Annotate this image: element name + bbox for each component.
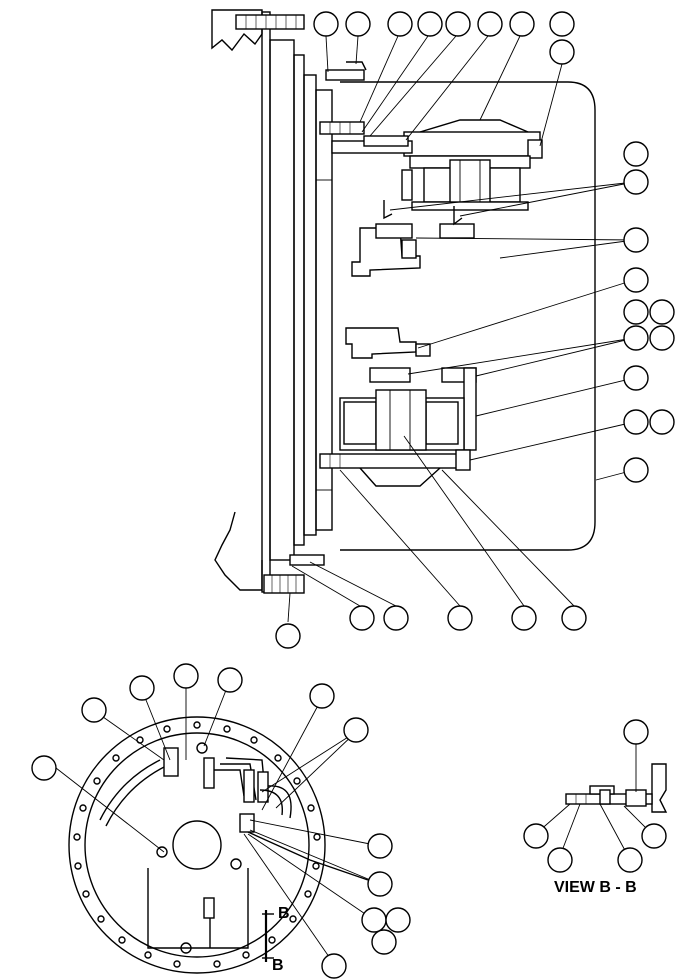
- section-mark-top: B: [278, 905, 290, 922]
- flange-leader-lines: [55, 678, 381, 965]
- flange-view: B B: [68, 716, 369, 974]
- upper-leader-lines: [287, 35, 635, 623]
- section-mark-bottom: B: [272, 957, 284, 974]
- view-b-b-callouts: [523, 719, 667, 873]
- upper-assembly: [211, 9, 596, 594]
- upper-callouts: [275, 11, 675, 649]
- view-b-b-detail: [537, 744, 668, 857]
- flange-callouts: [31, 663, 411, 979]
- view-b-b-title: VIEW B - B: [554, 879, 637, 896]
